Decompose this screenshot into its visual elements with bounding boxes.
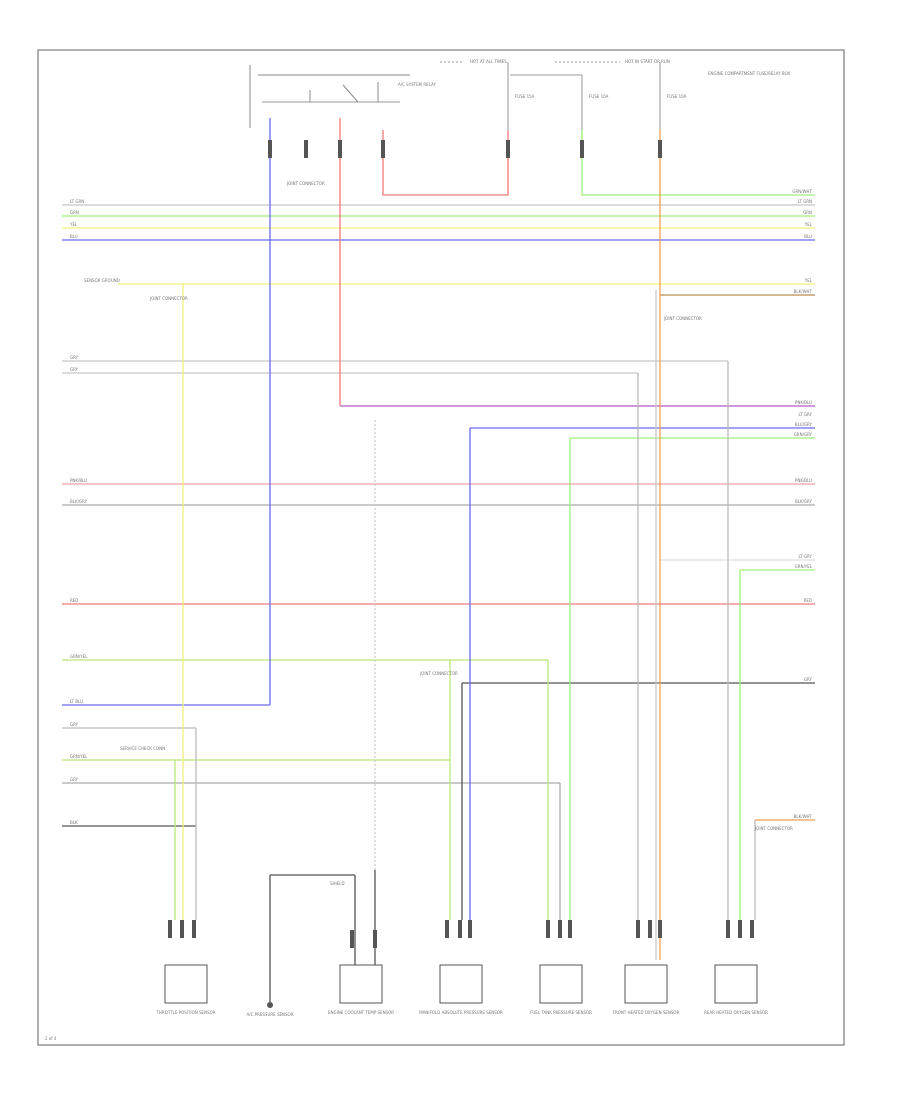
left-label: BLK/GRY: [70, 499, 88, 504]
component-label: FUEL TANK PRESSURE SENSOR: [530, 1010, 592, 1015]
right-label: YEL: [804, 222, 813, 227]
relay-box: A/C SYSTEM RELAY: [249, 65, 436, 128]
joint-connector-low: JOINT CONNECTOR: [419, 671, 458, 676]
left-label: GRN/YEL: [70, 754, 88, 759]
pin-markers: [168, 140, 754, 1008]
service-check-label: SERVICE CHECK CONN: [120, 746, 165, 751]
left-label: GRY: [70, 367, 79, 372]
left-label: GRY: [70, 722, 79, 727]
component-label: REAR HEATED OXYGEN SENSOR: [704, 1010, 768, 1015]
left-label: RED: [70, 598, 78, 603]
right-label: LT GRY: [799, 554, 813, 559]
component-label: ENGINE COOLANT TEMP SENSOR: [328, 1010, 394, 1015]
page-reference: 2 of 4: [45, 1036, 57, 1041]
left-label: GRN/YEL: [70, 654, 88, 659]
right-label: LT GRN: [798, 199, 812, 204]
left-label: LT GRN: [70, 199, 84, 204]
shield-label: SHIELD: [330, 881, 345, 886]
left-label: GRY: [70, 355, 79, 360]
right-label: YEL: [804, 278, 813, 283]
fuse-c-label: FUSE 10A: [667, 94, 687, 99]
fuse-b-label: FUSE 10A: [589, 94, 609, 99]
vertical-wires: [174, 118, 815, 1005]
connector-notes: JOINT CONNECTOR SENSOR GROUND JOINT CONN…: [84, 181, 793, 886]
component-label: A/C PRESSURE SENSOR: [247, 1012, 294, 1017]
right-label: RED: [804, 598, 812, 603]
joint-connector-top: JOINT CONNECTOR: [286, 181, 325, 186]
front-oxygen-sensor-box: [624, 964, 668, 1004]
left-label: PNK/BLU: [70, 478, 87, 483]
right-label: BLK/WHT: [794, 814, 813, 819]
hot-all-times-label: HOT AT ALL TIMES: [470, 59, 507, 64]
rear-oxygen-sensor-box: [714, 964, 758, 1004]
right-label: LT GRY: [799, 412, 813, 417]
left-label: LT BLU: [70, 699, 83, 704]
right-label: GRN: [803, 210, 812, 215]
right-label: BLU: [804, 234, 812, 239]
throttle-position-sensor-box: [164, 964, 208, 1004]
component-label: MANIFOLD ABSOLUTE PRESSURE SENSOR: [419, 1010, 503, 1015]
component-label: THROTTLE POSITION SENSOR: [155, 1010, 215, 1015]
component-boxes: [164, 964, 758, 1004]
component-label: FRONT HEATED OXYGEN SENSOR: [613, 1010, 680, 1015]
fuel-tank-pressure-sensor-box: [539, 964, 583, 1004]
left-label: BLU: [70, 234, 78, 239]
hot-in-start-label: HOT IN START OR RUN: [625, 59, 670, 64]
right-label: GRN/GRY: [794, 432, 813, 437]
left-label: YEL: [69, 222, 78, 227]
left-label: GRN: [70, 210, 79, 215]
component-labels: THROTTLE POSITION SENSOR A/C PRESSURE SE…: [155, 1010, 768, 1017]
power-note: ENGINE COMPARTMENT FUSE/RELAY BOX: [708, 71, 790, 76]
diagram-frame: [37, 49, 845, 1046]
joint-connector-mid: JOINT CONNECTOR: [149, 296, 188, 301]
joint-connector-low-right: JOINT CONNECTOR: [754, 826, 793, 831]
right-label: BLK/WHT: [794, 289, 813, 294]
relay-label: A/C SYSTEM RELAY: [398, 82, 436, 87]
right-label: BLK/GRY: [795, 499, 813, 504]
left-label: BLK: [70, 820, 78, 825]
engine-coolant-temp-sensor-box: [339, 964, 383, 1004]
left-labels: LT GRN GRN YEL BLU GRY GRY PNK/BLU BLK/G…: [69, 199, 88, 825]
sensor-ground-label: SENSOR GROUND: [84, 278, 120, 283]
right-label: GRN/YEL: [795, 564, 813, 569]
map-sensor-box: [439, 964, 483, 1004]
right-label: PNK/BLU: [795, 400, 812, 405]
left-label: GRY: [70, 777, 79, 782]
right-label: PNK/BLU: [795, 478, 812, 483]
right-label: GRN/WHT: [792, 189, 812, 194]
fuse-a-label: FUSE 15A: [515, 94, 535, 99]
right-labels: GRN/WHT LT GRN GRN YEL BLU YEL BLK/WHT P…: [792, 189, 812, 819]
right-label: GRY: [804, 677, 813, 682]
joint-connector-right: JOINT CONNECTOR: [663, 316, 702, 321]
right-label: BLU/GRY: [795, 422, 813, 427]
